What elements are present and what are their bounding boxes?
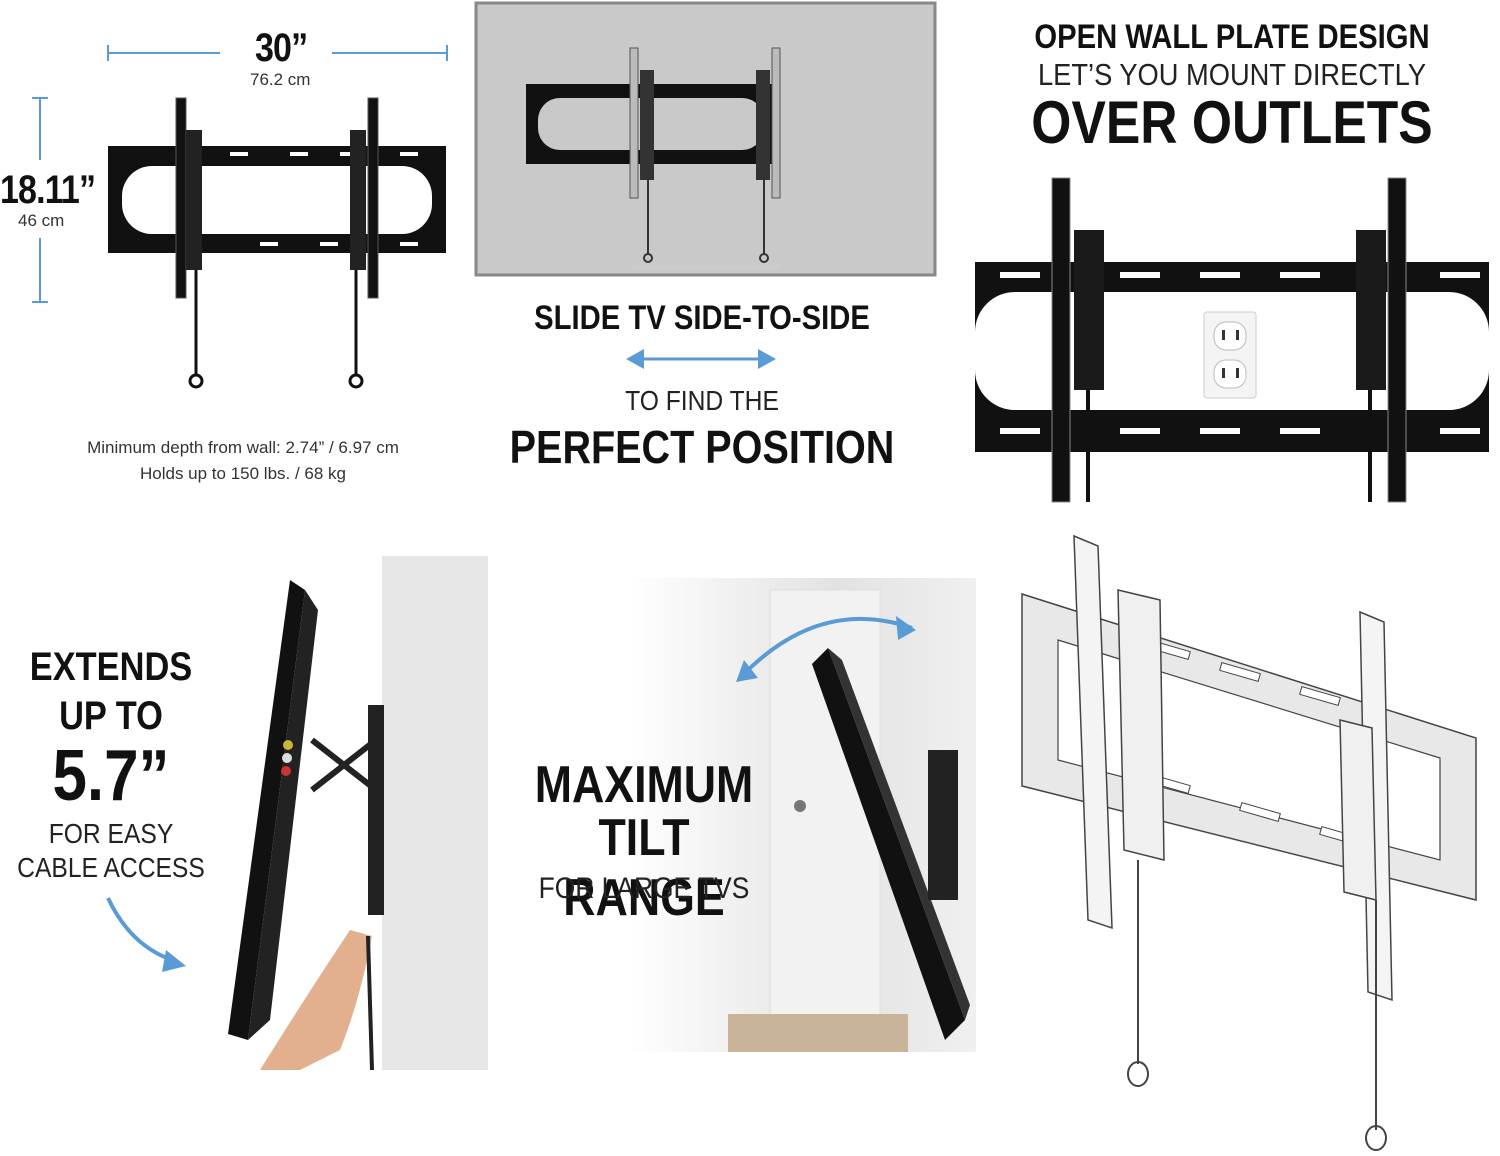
depth-note: Minimum depth from wall: 2.74” / 6.97 cm bbox=[87, 438, 399, 457]
extend-line1: EXTENDS bbox=[29, 645, 193, 689]
height-inches: 18.11” bbox=[0, 168, 96, 212]
tilt-line2: TILT RANGE bbox=[563, 809, 725, 927]
extend-value: 5.7” bbox=[52, 736, 170, 816]
slide-emphasis: PERFECT POSITION bbox=[509, 421, 895, 473]
extend-line4: CABLE ACCESS bbox=[17, 852, 205, 883]
slide-sub: TO FIND THE bbox=[625, 385, 779, 416]
slide-heading: SLIDE TV SIDE-TO-SIDE bbox=[534, 299, 870, 337]
tilt-line1: MAXIMUM bbox=[534, 756, 754, 814]
tilt-line3: FOR LARGE TVS bbox=[538, 872, 750, 905]
height-cm: 46 cm bbox=[18, 211, 65, 230]
width-inches: 30” bbox=[255, 26, 308, 70]
width-cm: 76.2 cm bbox=[250, 70, 311, 89]
extend-line3: FOR EASY bbox=[48, 818, 174, 849]
outlets-line3: OVER OUTLETS bbox=[1031, 89, 1433, 156]
extend-line2: UP TO bbox=[59, 694, 163, 738]
outlets-line1: OPEN WALL PLATE DESIGN bbox=[1034, 18, 1430, 56]
outlets-line2: LET’S YOU MOUNT DIRECTLY bbox=[1037, 57, 1427, 92]
weight-note: Holds up to 150 lbs. / 68 kg bbox=[139, 464, 347, 483]
